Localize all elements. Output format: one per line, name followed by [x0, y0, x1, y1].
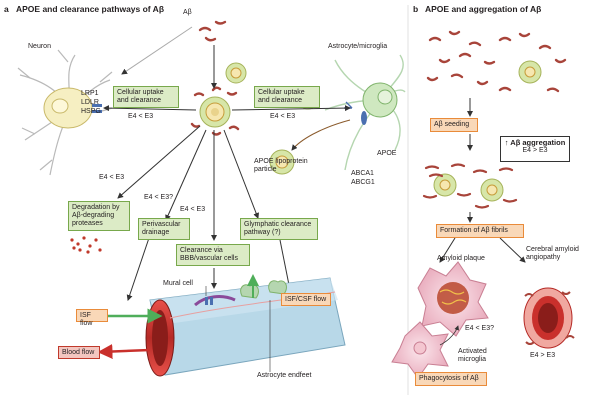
- neuron-receptor: [92, 104, 102, 107]
- arrow-to-plaque: [439, 237, 456, 263]
- endfeet-label: Astrocyte endfeet: [257, 372, 312, 379]
- amyloid-plaque: [417, 261, 489, 337]
- lipoprotein-b-top: [518, 60, 542, 84]
- blood-flow-label: Blood flow: [62, 349, 95, 356]
- glymphatic-box: Glymphatic clearance pathway (?): [240, 218, 318, 240]
- neuron-nucleus: [51, 98, 69, 114]
- isf-csf-flow-label: ISF/CSF flow: [285, 296, 327, 303]
- arrow-glymphatic: [223, 129, 259, 219]
- degradation-label: Degradation by Aβ-degrading proteases: [72, 204, 120, 227]
- neuron-drawing: [17, 49, 113, 176]
- fibrils-label: Formation of Aβ fibrils: [440, 227, 508, 234]
- uptake-right-box: Cellular uptake and clearance: [254, 86, 320, 108]
- panel-b-title: APOE and aggregation of Aβ: [425, 4, 542, 14]
- activated-microglia: [391, 321, 449, 379]
- central-lipoprotein: [190, 86, 240, 136]
- aggregation-title: ↑ Aβ aggregation: [504, 138, 566, 147]
- uptake-right-label: Cellular uptake and clearance: [258, 89, 305, 104]
- arrow-perivascular: [165, 129, 207, 221]
- caa-ineq: E4 > E3: [530, 352, 556, 359]
- aggregation-ineq: E4 > E3: [522, 147, 548, 154]
- phagocytosis-box: Phagocytosis of Aβ: [415, 372, 487, 386]
- glymphatic-label: Glymphatic clearance pathway (?): [244, 221, 312, 236]
- protease-dots: [70, 236, 102, 254]
- receptor-label-1: LRP1: [81, 90, 99, 97]
- degradation-ineq: E4 < E3: [99, 174, 125, 181]
- receptor-label-3: HSPG: [81, 108, 101, 115]
- fibrils-box: Formation of Aβ fibrils: [436, 224, 524, 238]
- neuron-label: Neuron: [28, 43, 51, 50]
- plaque-label: Amyloid plaque: [437, 255, 485, 262]
- blood-flow-arrow: [97, 344, 151, 359]
- panel-a-title: APOE and clearance pathways of Aβ: [16, 4, 165, 14]
- arrow-to-neuron: [121, 26, 193, 75]
- abca-transporter: [361, 111, 367, 125]
- blood-flow-box: Blood flow: [58, 346, 100, 359]
- microglia-label: Activated microglia: [458, 348, 487, 363]
- uptake-right-ineq: E4 < E3: [270, 113, 296, 120]
- aggregation-box: ↑ Aβ aggregation E4 > E3: [500, 136, 570, 162]
- astrocyte-drawing: [324, 54, 406, 171]
- isf-csf-flow-box: ISF/CSF flow: [281, 293, 331, 306]
- panel-a-letter: a: [4, 4, 9, 14]
- bbb-label: Clearance via BBB/vascular cells: [180, 247, 238, 262]
- mural-cell: [193, 295, 236, 307]
- perivascular-box: Perivascular drainage: [138, 218, 190, 240]
- panel-b-letter: b: [413, 4, 419, 14]
- mural-label: Mural cell: [163, 280, 193, 287]
- uptake-left-label: Cellular uptake and clearance: [117, 89, 164, 104]
- astrocyte-label: Astrocyte/microglia: [328, 43, 388, 50]
- astrocyte-endfeet: [240, 280, 287, 299]
- abca1-label: ABCA1: [351, 170, 374, 177]
- perivascular-label: Perivascular drainage: [142, 221, 181, 236]
- lipoprotein-right: [269, 149, 295, 175]
- fibril-cluster-right: [472, 167, 518, 209]
- arrow-microglia: [439, 325, 460, 346]
- isf-flow-label: ISF flow: [80, 312, 93, 327]
- caa-vessel: [523, 287, 575, 349]
- abeta-monomers: [426, 30, 567, 93]
- perivascular-ineq: E4 < E3?: [144, 194, 173, 201]
- lipoprotein-label: APOE lipoprotein particle: [254, 158, 308, 173]
- abeta-top-peptides: [198, 20, 227, 42]
- bbb-ineq: E4 < E3: [180, 206, 206, 213]
- arrow-degradation: [117, 125, 201, 199]
- microglia-ineq: E4 < E3?: [465, 325, 494, 332]
- isf-flow-box: ISF flow: [76, 309, 108, 327]
- arrow-astro-to-particle: [291, 119, 351, 151]
- uptake-left-box: Cellular uptake and clearance: [113, 86, 179, 108]
- arrow-uptake-left: [103, 105, 197, 112]
- bbb-box: Clearance via BBB/vascular cells: [176, 244, 250, 266]
- caa-label: Cerebral amyloid angiopathy: [526, 246, 579, 261]
- arrow-to-caa: [499, 237, 526, 263]
- arrow-isf: [126, 234, 151, 301]
- uptake-left-ineq: E4 < E3: [128, 113, 154, 120]
- receptor-label-2: LDLR: [81, 99, 99, 106]
- lipoprotein-top: [225, 62, 247, 84]
- abeta-label: Aβ: [183, 9, 192, 16]
- fibril-cluster-left: [422, 163, 472, 199]
- phagocytosis-label: Phagocytosis of Aβ: [419, 375, 479, 382]
- seeding-label: Aβ seeding: [434, 121, 470, 128]
- apoe-label: APOE: [377, 150, 397, 157]
- degradation-box: Degradation by Aβ-degrading proteases: [68, 201, 130, 231]
- arrow-isf-csf: [279, 239, 292, 291]
- arrow-uptake-right: [231, 105, 351, 112]
- abcg1-label: ABCG1: [351, 179, 375, 186]
- seeding-box: Aβ seeding: [430, 118, 478, 132]
